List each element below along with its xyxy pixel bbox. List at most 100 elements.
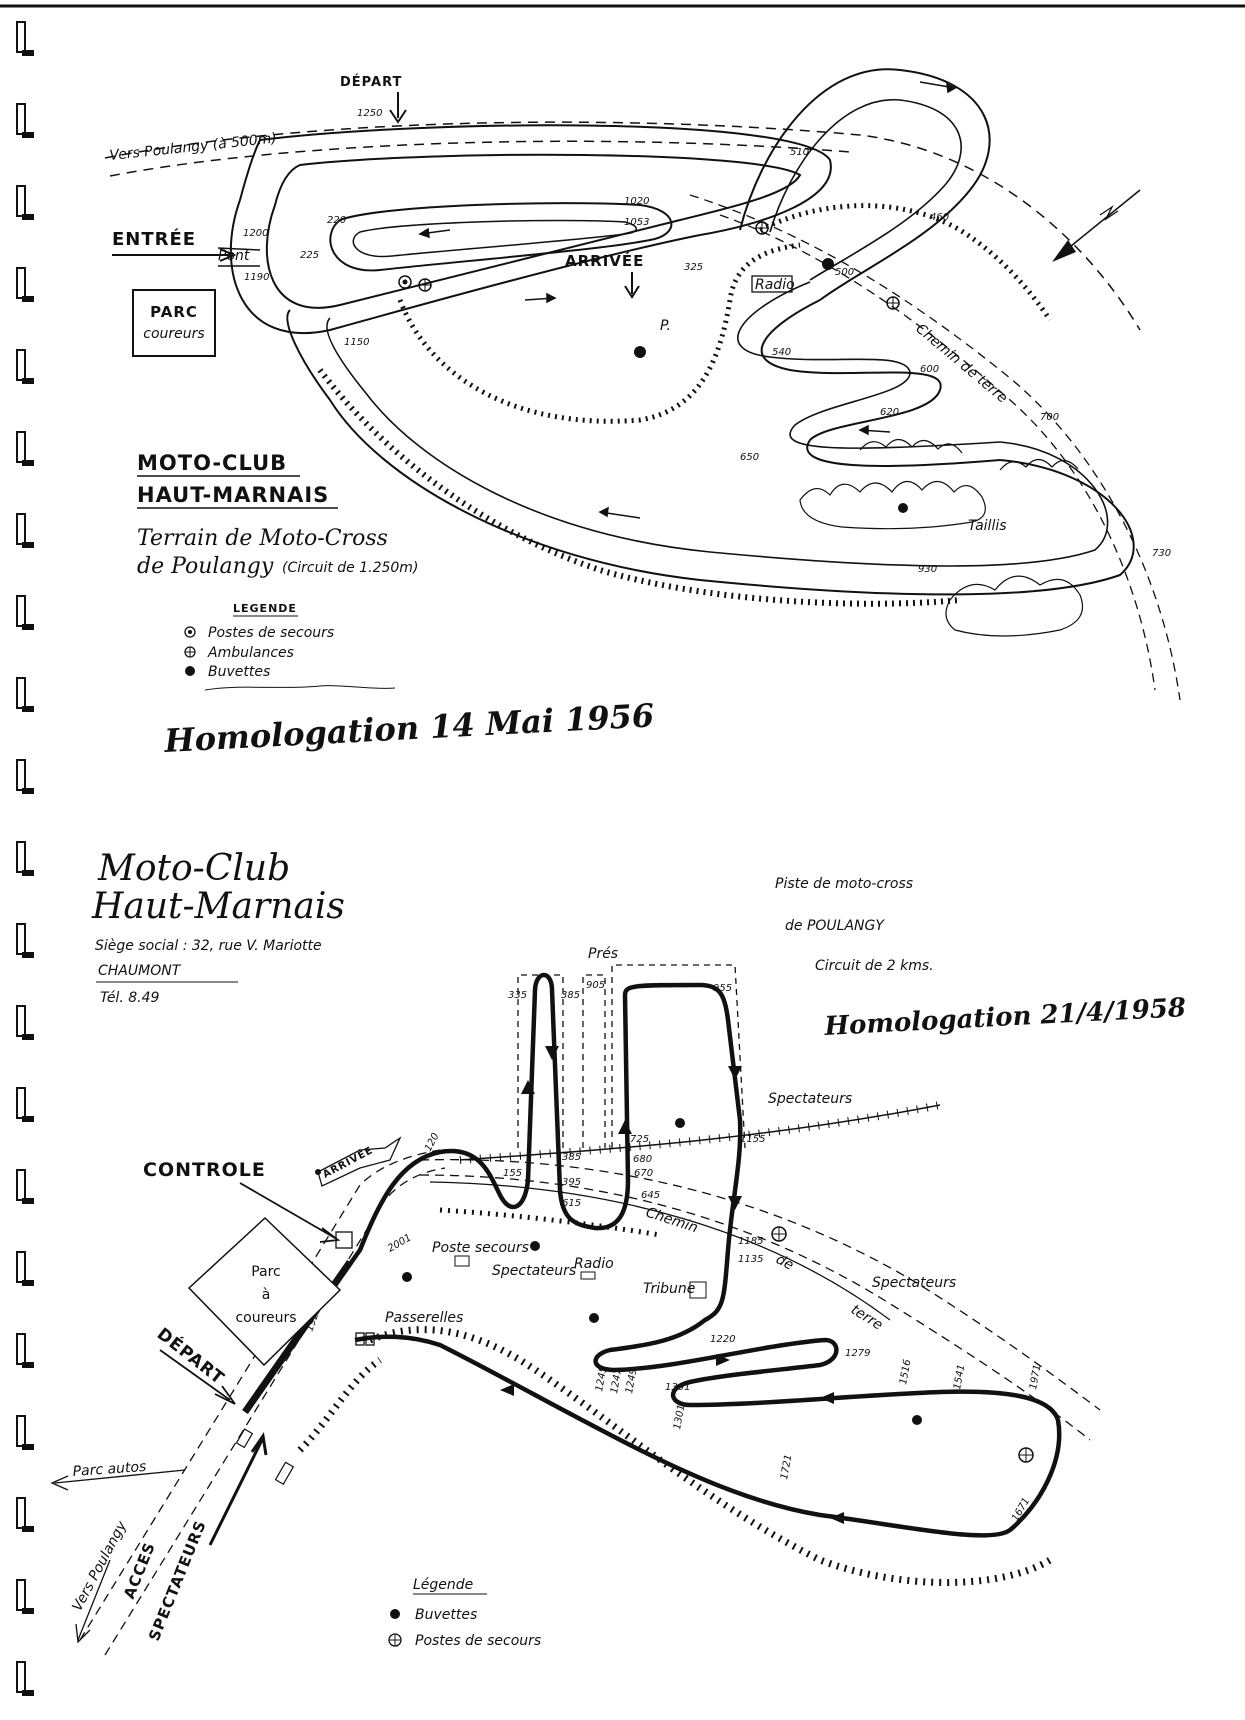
distance-label: 680 <box>633 1154 652 1165</box>
bottom-embankment-3 <box>439 1207 661 1238</box>
distance-label: 1150 <box>344 337 369 348</box>
bottom-radio-box <box>580 1271 596 1280</box>
binding-ring <box>16 21 26 53</box>
bottom-siege: Siège social : 32, rue V. Mariotte <box>95 938 322 954</box>
bottom-tribune-box <box>689 1281 707 1299</box>
top-pont-label: Pont <box>218 248 250 264</box>
bottom-road-box-2 <box>274 1461 295 1485</box>
distance-label: 1721 <box>779 1454 794 1481</box>
distance-label: 335 <box>508 990 527 1001</box>
bottom-legend-item-0: Buvettes <box>390 1607 477 1623</box>
bottom-chemin-2: de <box>773 1251 796 1273</box>
distance-label: 500 <box>835 267 854 278</box>
bottom-title-line2: de POULANGY <box>785 918 885 934</box>
bottom-chemin-1: Chemin <box>644 1205 700 1237</box>
distance-label: 725 <box>630 1134 649 1145</box>
bottom-embankment-2 <box>297 1357 382 1453</box>
bottom-tribune-label: Tribune <box>643 1281 695 1297</box>
top-marker-buvette-1 <box>634 346 646 358</box>
binding-ring <box>16 759 26 791</box>
top-back-straight-inner <box>326 317 1109 567</box>
bottom-legend-item-1: Postes de secours <box>388 1633 541 1649</box>
distance-label: 700 <box>1040 412 1059 423</box>
bottom-circuit <box>243 972 1062 1538</box>
binding-hole <box>22 1034 34 1040</box>
bottom-embankment <box>368 1326 1052 1586</box>
binding-ring <box>16 185 26 217</box>
top-inner-loop-inner <box>352 219 637 258</box>
top-parc-box <box>132 289 216 357</box>
distance-label: 540 <box>772 347 791 358</box>
distance-label: 460 <box>930 212 949 223</box>
binding-hole <box>22 952 34 958</box>
distance-label: 1971 <box>1028 1364 1043 1391</box>
bottom-ville: CHAUMONT <box>98 963 182 979</box>
binding-hole <box>22 870 34 876</box>
distance-label: 905 <box>586 980 605 991</box>
top-depart-label: DÉPART <box>340 74 402 90</box>
distance-label: 1190 <box>244 272 269 283</box>
distance-label: 510 <box>790 147 809 158</box>
binding-hole <box>22 1116 34 1122</box>
top-entree-label: ENTRÉE <box>112 228 196 250</box>
top-serpentine-outer <box>760 299 1001 467</box>
distance-label: 1541 <box>952 1364 967 1391</box>
distance-label: 1301 <box>672 1404 687 1431</box>
binding-hole <box>22 1280 34 1286</box>
bottom-parc-line2: à <box>262 1287 271 1303</box>
distance-label: 1020 <box>624 196 649 207</box>
top-chemin-b <box>719 214 1156 691</box>
top-legend-handwritten-note <box>204 685 396 691</box>
distance-label: 220 <box>327 215 346 226</box>
binding-ring <box>16 513 26 545</box>
top-map: Taillis DÉPART ENTRÉE Pont ARRIVÉE Vers … <box>104 68 1181 760</box>
distance-label: 1279 <box>845 1348 870 1359</box>
distance-label: 1249 <box>624 1368 639 1395</box>
top-north-arrow <box>1052 189 1141 262</box>
binding-hole <box>22 50 34 56</box>
bottom-marker-secours-1 <box>771 1226 787 1242</box>
distance-label: 1250 <box>357 108 382 119</box>
binding-hole <box>22 706 34 712</box>
top-big-loop-inner <box>769 99 962 281</box>
distance-label: 670 <box>634 1168 653 1179</box>
distance-label: 930 <box>918 564 937 575</box>
binding-ring <box>16 267 26 299</box>
bottom-vers-poulangy-arrow <box>75 1559 111 1644</box>
distance-label: 225 <box>300 250 319 261</box>
svg-text:Postes de secours: Postes de secours <box>415 1633 541 1649</box>
binding-hole <box>22 378 34 384</box>
bottom-depart-label: DÉPART <box>153 1323 229 1389</box>
distance-label: 395 <box>562 1177 581 1188</box>
top-marker-buvette-3 <box>898 503 908 513</box>
top-club-line1: MOTO-CLUB <box>137 451 287 475</box>
top-taillis-label: Taillis <box>968 518 1007 534</box>
binding-hole <box>22 1444 34 1450</box>
bottom-passerelles-label: Passerelles <box>385 1310 463 1326</box>
bottom-chemin-b <box>419 1158 1101 1411</box>
distance-label: 600 <box>920 364 939 375</box>
bottom-vers-poulangy-label: Vers Poulangy <box>69 1518 130 1614</box>
binding-hole <box>22 460 34 466</box>
distance-label: 1220 <box>710 1334 735 1345</box>
binding-hole <box>22 1198 34 1204</box>
bottom-spectateurs-right: Spectateurs <box>872 1275 956 1291</box>
binding-ring <box>16 1005 26 1037</box>
svg-text:Ambulances: Ambulances <box>207 645 294 661</box>
distance-label: 325 <box>684 262 703 273</box>
top-arrivee-arrow <box>624 272 640 299</box>
binding-hole <box>22 1690 34 1696</box>
binding-ring <box>16 349 26 381</box>
binding-hole <box>22 214 34 220</box>
bottom-poste-secours-label: Poste secours <box>432 1240 529 1256</box>
top-road-lower <box>109 140 851 177</box>
distance-label: 650 <box>740 452 759 463</box>
bottom-road-box-1 <box>235 1428 254 1449</box>
top-pont-line-1 <box>217 247 261 251</box>
svg-text:Buvettes: Buvettes <box>415 1607 477 1623</box>
bottom-spectateurs-center: Spectateurs <box>492 1263 576 1279</box>
bottom-poste-secours-box <box>454 1255 470 1267</box>
